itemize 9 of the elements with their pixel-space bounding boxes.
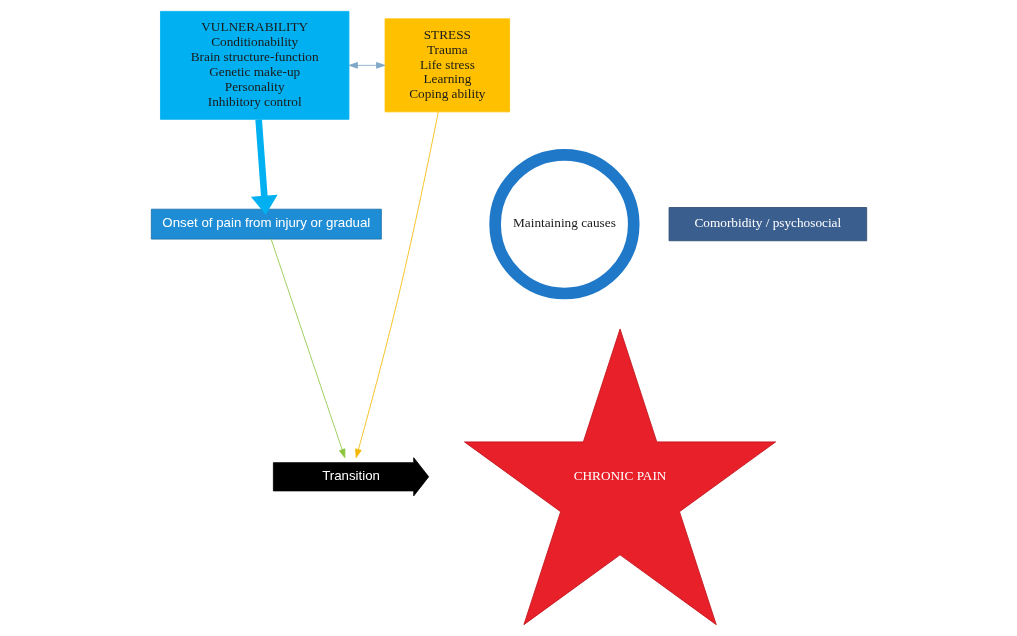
arrow — [348, 62, 385, 69]
arrow — [354, 111, 439, 459]
node-box: Comorbidity / psychosocial — [668, 207, 867, 242]
node-box: STRESS Trauma Life stress Learning Coping ability — [384, 18, 510, 113]
arrow — [250, 119, 278, 215]
arrow — [270, 238, 345, 459]
node-box: VULNERABILITY Conditionability Brain structure-function Genetic make-up Personality Inhibitory control — [159, 10, 349, 120]
node-circle: Maintaining causes — [488, 149, 640, 300]
node-box: Onset of pain from injury or gradual — [150, 208, 382, 240]
